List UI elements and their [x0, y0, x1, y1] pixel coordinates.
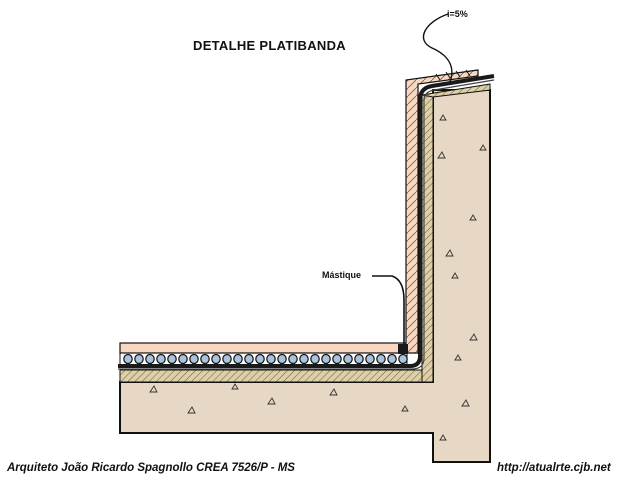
drainage-bump [145, 353, 155, 365]
drainage-bump [156, 353, 166, 365]
drainage-bump [343, 353, 353, 365]
drainage-bump [398, 353, 408, 365]
mortar-layer-horizontal [119, 369, 434, 383]
concrete-slab-and-wall [119, 89, 491, 463]
drainage-bump [365, 353, 375, 365]
footer-url[interactable]: http://atualrte.cjb.net [497, 462, 611, 474]
drainage-bump [189, 353, 199, 365]
drainage-bump [277, 353, 287, 365]
slope-leader-line [422, 13, 453, 83]
protection-layer-horizontal [119, 342, 407, 354]
drainage-bumps [123, 353, 408, 365]
concrete-aggregate-marks [149, 114, 487, 441]
drainage-bump [178, 353, 188, 365]
protection-layer-vertical [405, 69, 479, 354]
drainage-bump [222, 353, 232, 365]
drainage-bump [288, 353, 298, 365]
drainage-bump [299, 353, 309, 365]
drainage-bump [211, 353, 221, 365]
mastique-block [398, 344, 408, 354]
waterproof-membrane [118, 74, 495, 368]
drainage-bump [321, 353, 331, 365]
drainage-bump [233, 353, 243, 365]
drawing-title: DETALHE PLATIBANDA [193, 38, 346, 53]
drainage-bump [255, 353, 265, 365]
footer-author: Arquiteto João Ricardo Spagnollo CREA 75… [7, 462, 295, 474]
drainage-bump [266, 353, 276, 365]
drainage-bump [123, 353, 133, 365]
slope-label: i=5% [447, 9, 468, 19]
mastique-leader-line [372, 275, 405, 344]
drainage-bump [354, 353, 364, 365]
drainage-bump [134, 353, 144, 365]
drainage-bump [387, 353, 397, 365]
top-sealant-marks [435, 69, 471, 81]
mortar-cap [421, 83, 491, 98]
drainage-bump [200, 353, 210, 365]
drainage-bump [376, 353, 386, 365]
drainage-bump [167, 353, 177, 365]
drainage-bump [332, 353, 342, 365]
drainage-bump [244, 353, 254, 365]
membrane-underlayer [118, 79, 495, 370]
mastique-label: Mástique [322, 270, 362, 280]
drainage-bump [310, 353, 320, 365]
